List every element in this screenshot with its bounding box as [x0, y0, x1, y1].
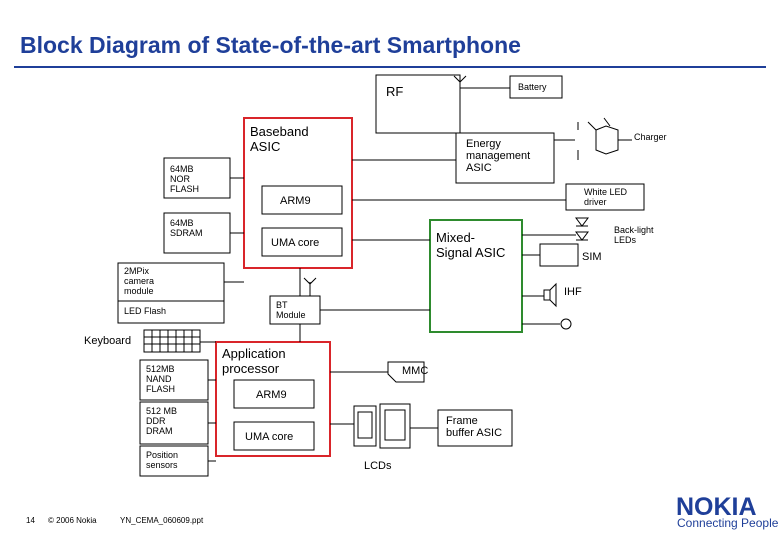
white-led-block: [565, 183, 645, 211]
arm9-bottom-block: [233, 379, 315, 409]
rf-antenna-icon: [453, 75, 467, 94]
rf-block: [375, 74, 461, 134]
filename: YN_CEMA_060609.ppt: [120, 516, 204, 525]
nand-label: 512MB NAND FLASH: [146, 364, 176, 394]
backlight-led-icon: [575, 217, 589, 241]
camera-label: 2MPix camera module: [124, 266, 155, 296]
uma-top-block: [261, 227, 343, 257]
keyboard-label: Keyboard: [84, 335, 132, 347]
led-flash-block: [117, 300, 225, 324]
ihf-speaker-icon: [543, 282, 557, 308]
sim-block: [539, 243, 579, 267]
position-sensors-block: [139, 445, 209, 477]
nokia-logo: NOKIA: [676, 493, 757, 521]
ihf-label: IHF: [564, 286, 582, 298]
sdram-label: 64MB SDRAM: [170, 218, 203, 238]
battery-label: Battery: [518, 82, 547, 92]
baseband-label: Baseband ASIC: [250, 124, 309, 154]
mmc-label: MMC: [402, 365, 429, 377]
title-rule: [14, 66, 766, 68]
mixed-signal-block: [429, 219, 523, 333]
camera-block: [117, 262, 225, 302]
rf-label: RF: [386, 84, 404, 99]
nand-block: [139, 359, 209, 401]
nor-label: 64MB NOR FLASH: [170, 164, 200, 194]
white-led-label: White LED driver: [584, 187, 628, 207]
nokia-tagline: Connecting People: [677, 516, 779, 530]
bt-label: BT Module: [276, 300, 306, 320]
arm9-top-block: [261, 185, 343, 215]
app-processor-label: Application processor: [222, 346, 286, 376]
page-number: 14: [26, 516, 35, 525]
energy-block: [455, 132, 555, 184]
keyboard-block: [143, 329, 201, 353]
charger-label: Charger: [634, 132, 667, 142]
lcd-left-icon: [353, 405, 377, 447]
mixed-label: Mixed- Signal ASIC: [436, 230, 506, 260]
energy-label: Energy management ASIC: [466, 138, 531, 174]
copyright: © 2006 Nokia: [48, 516, 97, 525]
lcds-label: LCDs: [364, 460, 392, 472]
sim-label: SIM: [582, 251, 602, 263]
arm9-top-label: ARM9: [280, 195, 311, 207]
earpiece-icon: [560, 318, 572, 330]
charger-icon: [595, 125, 619, 155]
bt-antenna-icon: [303, 277, 317, 296]
backlight-label: Back-light LEDs: [614, 225, 654, 245]
nor-flash-block: [163, 157, 231, 199]
arm9-bottom-label: ARM9: [256, 389, 287, 401]
frame-buffer-label: Frame buffer ASIC: [446, 415, 503, 439]
ddr-block: [139, 401, 209, 445]
battery-block: [509, 75, 563, 99]
led-flash-label: LED Flash: [124, 306, 167, 316]
position-label: Position sensors: [146, 450, 179, 470]
uma-bottom-label: UMA core: [245, 431, 294, 443]
uma-top-label: UMA core: [271, 237, 320, 249]
page-title: Block Diagram of State-of-the-art Smartp…: [20, 32, 521, 58]
frame-buffer-block: [437, 409, 513, 447]
ddr-label: 512 MB DDR DRAM: [146, 406, 178, 436]
uma-bottom-block: [233, 421, 315, 451]
